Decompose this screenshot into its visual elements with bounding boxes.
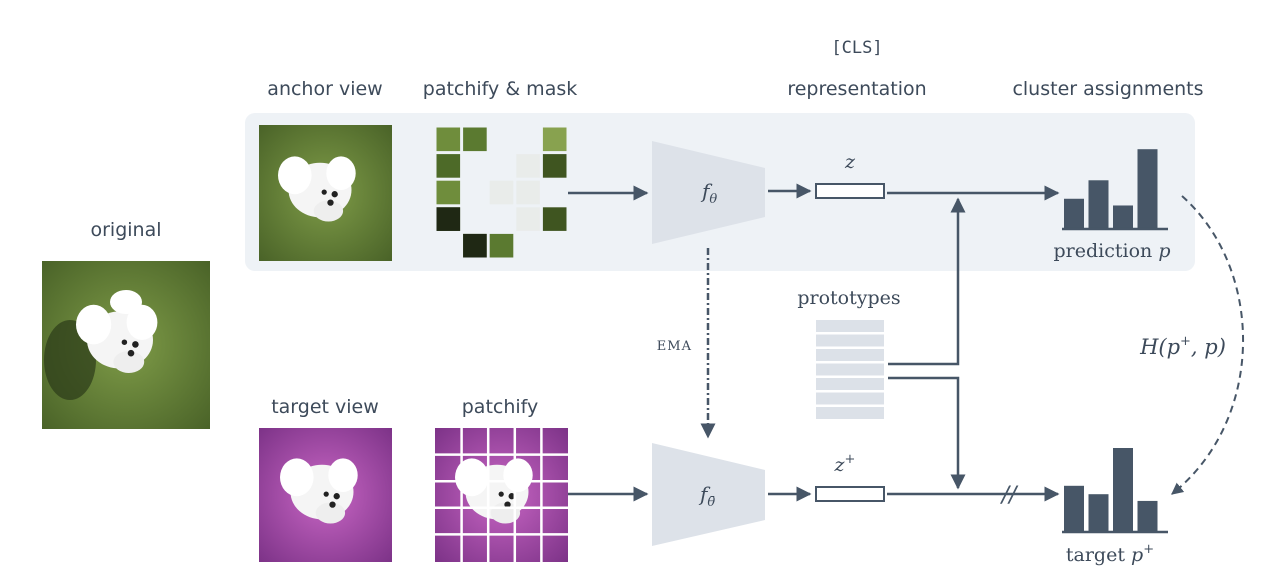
- anchor-view-label: anchor view: [267, 78, 382, 100]
- prediction-bar-2: [1088, 180, 1109, 229]
- shadow-patch: [436, 207, 461, 231]
- prototypes-label: prototypes: [797, 287, 900, 309]
- visible-patch: [542, 154, 567, 178]
- visible-patch: [436, 154, 461, 178]
- z-plus-vector: [815, 486, 885, 502]
- representation-label: representation: [787, 78, 926, 100]
- visible-patch: [516, 154, 540, 178]
- prediction-bar-4: [1137, 149, 1158, 229]
- target-bar-3: [1113, 448, 1133, 532]
- visible-patch: [463, 127, 487, 152]
- visible-patch: [489, 233, 514, 258]
- target-view-image: [259, 428, 392, 562]
- prototype-stack: [816, 320, 884, 419]
- prototypes-to-prediction-path: [888, 197, 966, 366]
- prototype-row: [816, 363, 884, 376]
- target-view-label: target view: [271, 396, 379, 418]
- target-encoder-subscript: θ̄: [707, 495, 715, 510]
- visible-patch: [436, 127, 461, 152]
- original-image: [42, 261, 210, 429]
- svg-text:prediction p: prediction p: [1054, 240, 1171, 262]
- visible-patch: [542, 127, 567, 152]
- target-bar-2: [1088, 494, 1109, 532]
- target-caption: target: [1066, 544, 1125, 566]
- visible-patch: [436, 180, 461, 205]
- z-vector: [815, 183, 885, 199]
- prediction-histogram: [1064, 149, 1158, 229]
- z-plus-label: z: [834, 454, 846, 476]
- prediction-variable: p: [1158, 240, 1170, 262]
- prototype-row: [816, 392, 884, 405]
- ema-label: EMA: [657, 339, 692, 354]
- loss-superscript: +: [1180, 334, 1191, 349]
- loss-label: H(p: [1139, 335, 1180, 359]
- online-encoder: fθ: [652, 141, 765, 244]
- prototypes-to-target-path: [888, 376, 966, 490]
- prototype-row: [816, 320, 884, 332]
- target-bar-1: [1064, 485, 1084, 532]
- target-superscript: +: [1143, 542, 1154, 557]
- z-plus-superscript: +: [845, 452, 856, 467]
- prototype-row: [816, 378, 884, 390]
- shadow-patch: [463, 233, 487, 258]
- stop-gradient-mark: //: [1000, 483, 1019, 508]
- prediction-caption: prediction: [1054, 240, 1153, 262]
- svg-text:H(p+, p): H(p+, p): [1139, 334, 1226, 359]
- prototype-row: [816, 349, 884, 361]
- target-bar-4: [1137, 500, 1158, 532]
- patchify-label: patchify: [462, 396, 539, 418]
- visible-patch: [516, 207, 540, 231]
- target-patch-grid: [435, 428, 568, 562]
- online-encoder-subscript: θ: [709, 192, 717, 207]
- target-histogram: [1064, 448, 1158, 532]
- original-label: original: [90, 219, 161, 241]
- prediction-bar-3: [1113, 205, 1133, 229]
- cls-token-label: [CLS]: [831, 38, 882, 58]
- svg-text:z+: z+: [834, 452, 856, 476]
- patchify-mask-label: patchify & mask: [423, 78, 577, 100]
- visible-patch: [516, 180, 540, 205]
- target-encoder: fθ̄: [652, 443, 765, 546]
- svg-text:target p+: target p+: [1066, 542, 1154, 566]
- prediction-bar-1: [1064, 198, 1084, 229]
- cluster-assignments-label: cluster assignments: [1012, 78, 1203, 100]
- anchor-view-image: [259, 125, 392, 261]
- loss-label-suffix: , p): [1191, 335, 1226, 359]
- visible-patch: [489, 180, 514, 205]
- visible-patch: [542, 207, 567, 231]
- prototype-row: [816, 334, 884, 347]
- prototype-row: [816, 407, 884, 419]
- target-variable: p: [1131, 544, 1143, 566]
- loss-dashed-arrow: [1171, 195, 1244, 495]
- masked-patch-grid: [436, 127, 567, 258]
- z-label: z: [844, 151, 856, 173]
